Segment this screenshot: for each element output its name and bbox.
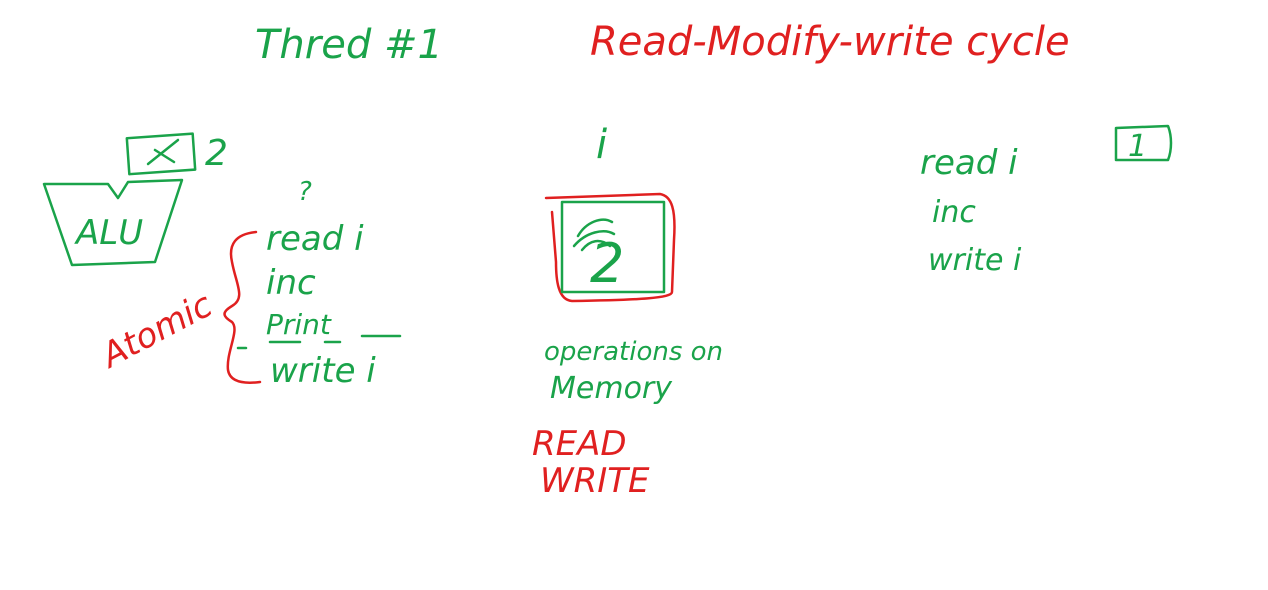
right-step-inc: inc [932, 195, 976, 230]
register-new-value: 2 [205, 133, 228, 174]
thread-title: Thred #1 [255, 22, 443, 68]
alu-label: ALU [74, 213, 143, 253]
crossed-out-value [146, 138, 180, 166]
cycle-title: Read-Modify-write cycle [590, 19, 1070, 65]
right-register-value: 1 [1128, 129, 1147, 164]
question-mark: ? [298, 177, 312, 207]
right-register-box [1114, 124, 1173, 162]
right-step-write: write i [928, 243, 1022, 278]
memory-variable: i [596, 122, 607, 168]
atomic-bracket [223, 230, 262, 384]
alu-shape [42, 178, 184, 267]
caption-memory: Memory [550, 371, 673, 406]
op-write: WRITE [540, 461, 650, 501]
print-strike [236, 334, 402, 350]
right-step-read: read i [920, 143, 1018, 183]
scribble [572, 218, 616, 252]
left-step-print: Print [266, 308, 332, 341]
left-step-inc: inc [266, 263, 316, 303]
register-box [125, 132, 197, 176]
op-read: READ [532, 424, 627, 464]
left-step-read: read i [266, 219, 364, 259]
memory-inner-box [560, 200, 666, 294]
memory-cell [544, 192, 676, 303]
caption-operations: operations on [544, 337, 723, 367]
memory-value: 2 [590, 232, 624, 295]
memory-outer-box [544, 192, 676, 303]
atomic-label: Atomic [94, 285, 220, 377]
left-step-write: write i [270, 351, 376, 391]
